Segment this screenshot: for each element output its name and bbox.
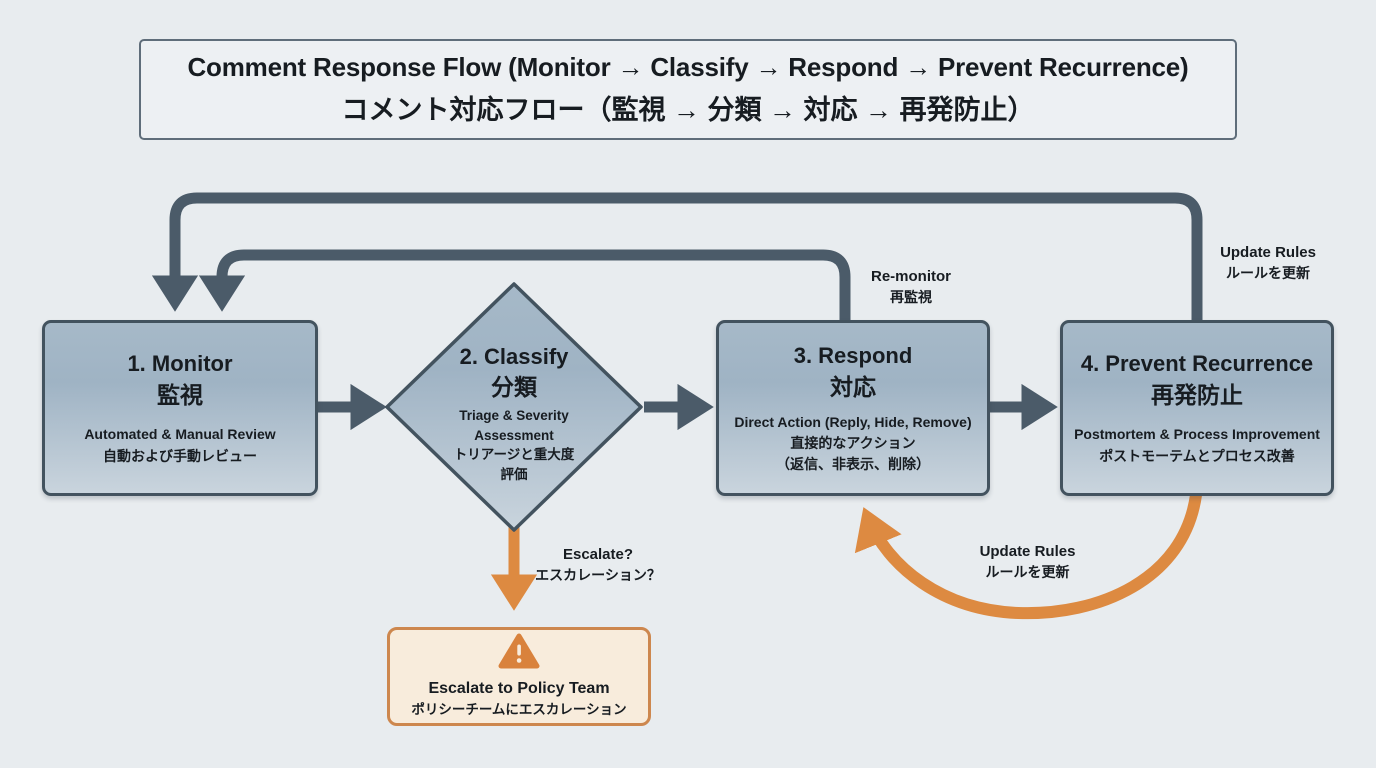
edge-label-update-rules-loop: Update Rules ルールを更新 [950,541,1105,583]
monitor-title-en: 1. Monitor [127,351,233,376]
prevent-desc-ja: ポストモーテムとプロセス改善 [1099,447,1295,464]
diagram-title-box: Comment Response Flow (Monitor → Classif… [139,39,1237,140]
arrow-prevent-to-respond-update-rules [854,494,1202,620]
escalate-question-label-ja: エスカレーション？ [535,567,661,583]
respond-title-ja: 対応 [830,374,876,400]
update-rules-top-label-en: Update Rules [1220,244,1316,261]
edge-label-escalate-question: Escalate? エスカレーション？ [523,544,673,586]
node-prevent-recurrence: 4. Prevent Recurrence 再発防止 Postmortem & … [1060,320,1334,496]
re-monitor-label-ja: 再監視 [890,289,932,305]
escalate-title-en: Escalate to Policy Team [428,680,610,697]
prevent-title-ja: 再発防止 [1151,382,1243,408]
update-rules-loop-label-ja: ルールを更新 [985,564,1070,580]
node-escalate-policy-team: Escalate to Policy Team ポリシーチームにエスカレーション [387,627,651,726]
respond-desc: Direct Action (Reply, Hide, Remove) 直接的な… [734,412,971,475]
edge-label-re-monitor: Re-monitor 再監視 [841,266,981,308]
escalate-question-label-en: Escalate? [562,546,634,563]
respond-desc-en: Direct Action (Reply, Hide, Remove) [734,414,972,430]
node-monitor: 1. Monitor 監視 Automated & Manual Review … [42,320,318,496]
respond-desc-ja1: 直接的なアクション [790,435,916,451]
prevent-desc: Postmortem & Process Improvement ポストモーテム… [1074,424,1320,467]
update-rules-top-label-ja: ルールを更新 [1226,265,1310,281]
prevent-desc-en: Postmortem & Process Improvement [1074,426,1320,442]
monitor-desc: Automated & Manual Review 自動および手動レビュー [84,424,275,467]
edge-label-update-rules-top: Update Rules ルールを更新 [1198,242,1338,284]
classify-title-en: 2. Classify [459,344,569,369]
classify-desc-ja: トリアージと重大度評価 [453,447,575,482]
arrow-respond-to-monitor-re-monitor [198,249,851,321]
escalate-title-ja: ポリシーチームにエスカレーション [411,702,627,717]
warning-triangle-icon [498,633,540,674]
node-classify: 2. Classify 分類 Triage & Severity Assessm… [404,342,624,484]
diagram-title-ja: コメント対応フロー（監視 → 分類 → 対応 → 再発防止） [341,95,1035,125]
monitor-desc-ja: 自動および手動レビュー [103,447,257,464]
monitor-desc-en: Automated & Manual Review [84,426,276,442]
classify-title-ja: 分類 [491,374,537,400]
prevent-title-en: 4. Prevent Recurrence [1080,351,1314,376]
arrow-prevent-to-monitor-update-rules [151,192,1203,321]
node-respond: 3. Respond 対応 Direct Action (Reply, Hide… [716,320,990,496]
update-rules-loop-label-en: Update Rules [979,543,1076,560]
classify-diamond-shape [385,282,643,532]
respond-desc-ja2: （返信、非表示、削除） [776,456,930,472]
respond-title-en: 3. Respond [793,343,913,368]
re-monitor-label-en: Re-monitor [871,268,951,285]
classify-desc-en: Triage & Severity Assessment [459,408,569,443]
monitor-title-ja: 監視 [157,382,203,408]
diagram-title-en: Comment Response Flow (Monitor → Classif… [187,52,1189,82]
